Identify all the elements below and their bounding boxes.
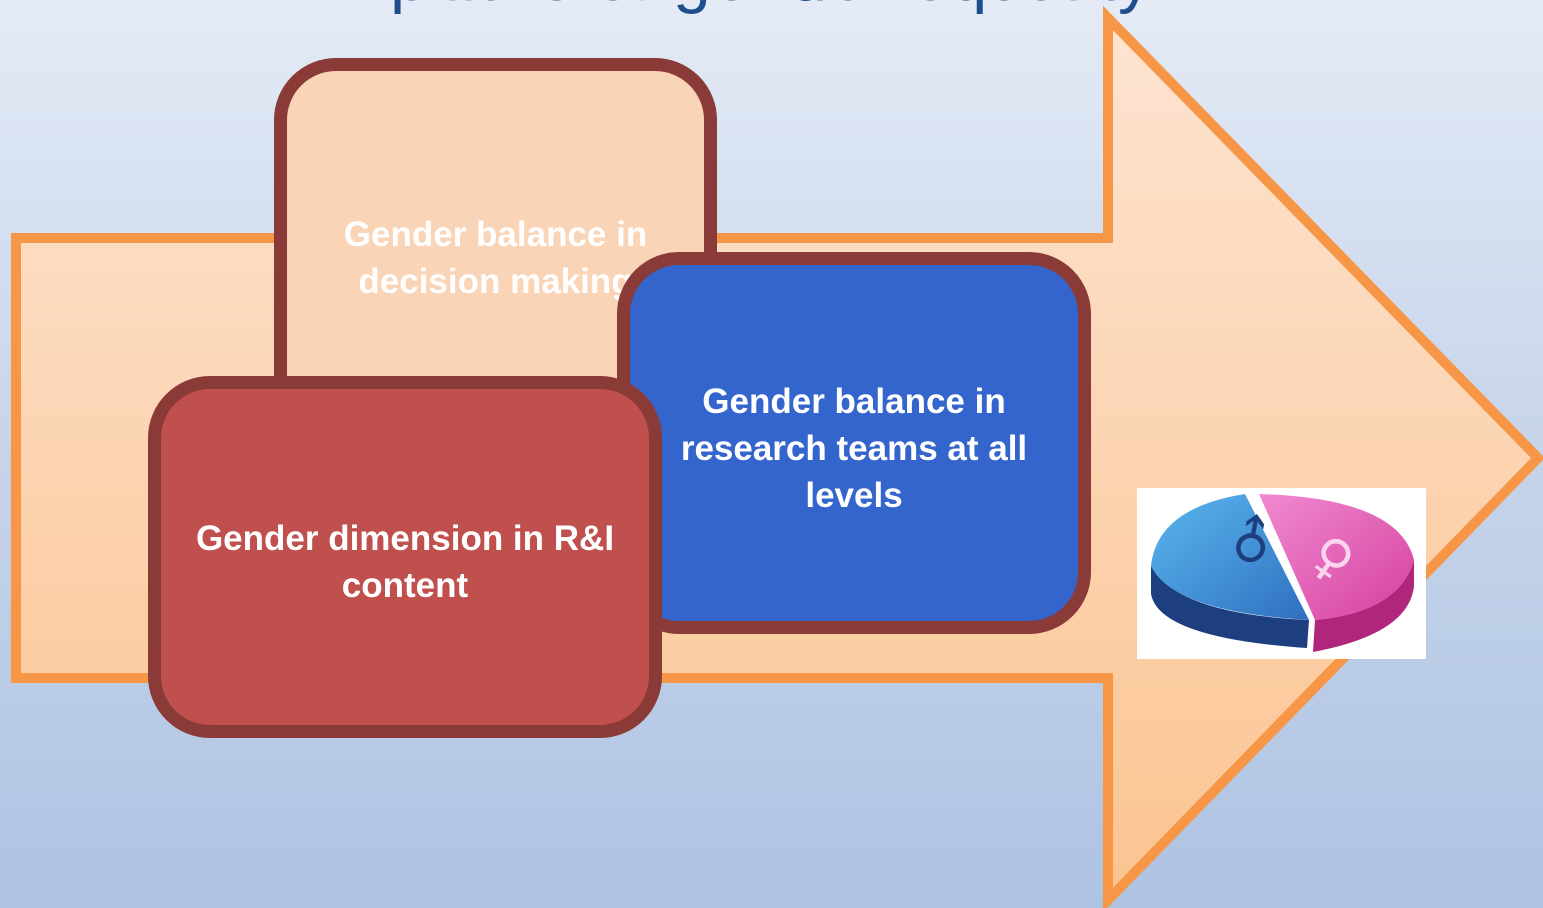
slide-title: pillars of gender equality <box>0 0 1543 16</box>
ri-content-label: Gender dimension in R&I content <box>195 519 615 605</box>
gender-pie-image: ♂ ♀ <box>1137 488 1426 659</box>
research-teams-box: Gender balance in research teams at all … <box>617 252 1091 634</box>
gender-pie-icon: ♂ ♀ <box>1151 494 1414 652</box>
ri-content-box: Gender dimension in R&I content <box>148 376 662 738</box>
research-teams-label: Gender balance in research teams at all … <box>680 382 1028 515</box>
decision-making-label: Gender balance in decision making <box>343 215 648 301</box>
